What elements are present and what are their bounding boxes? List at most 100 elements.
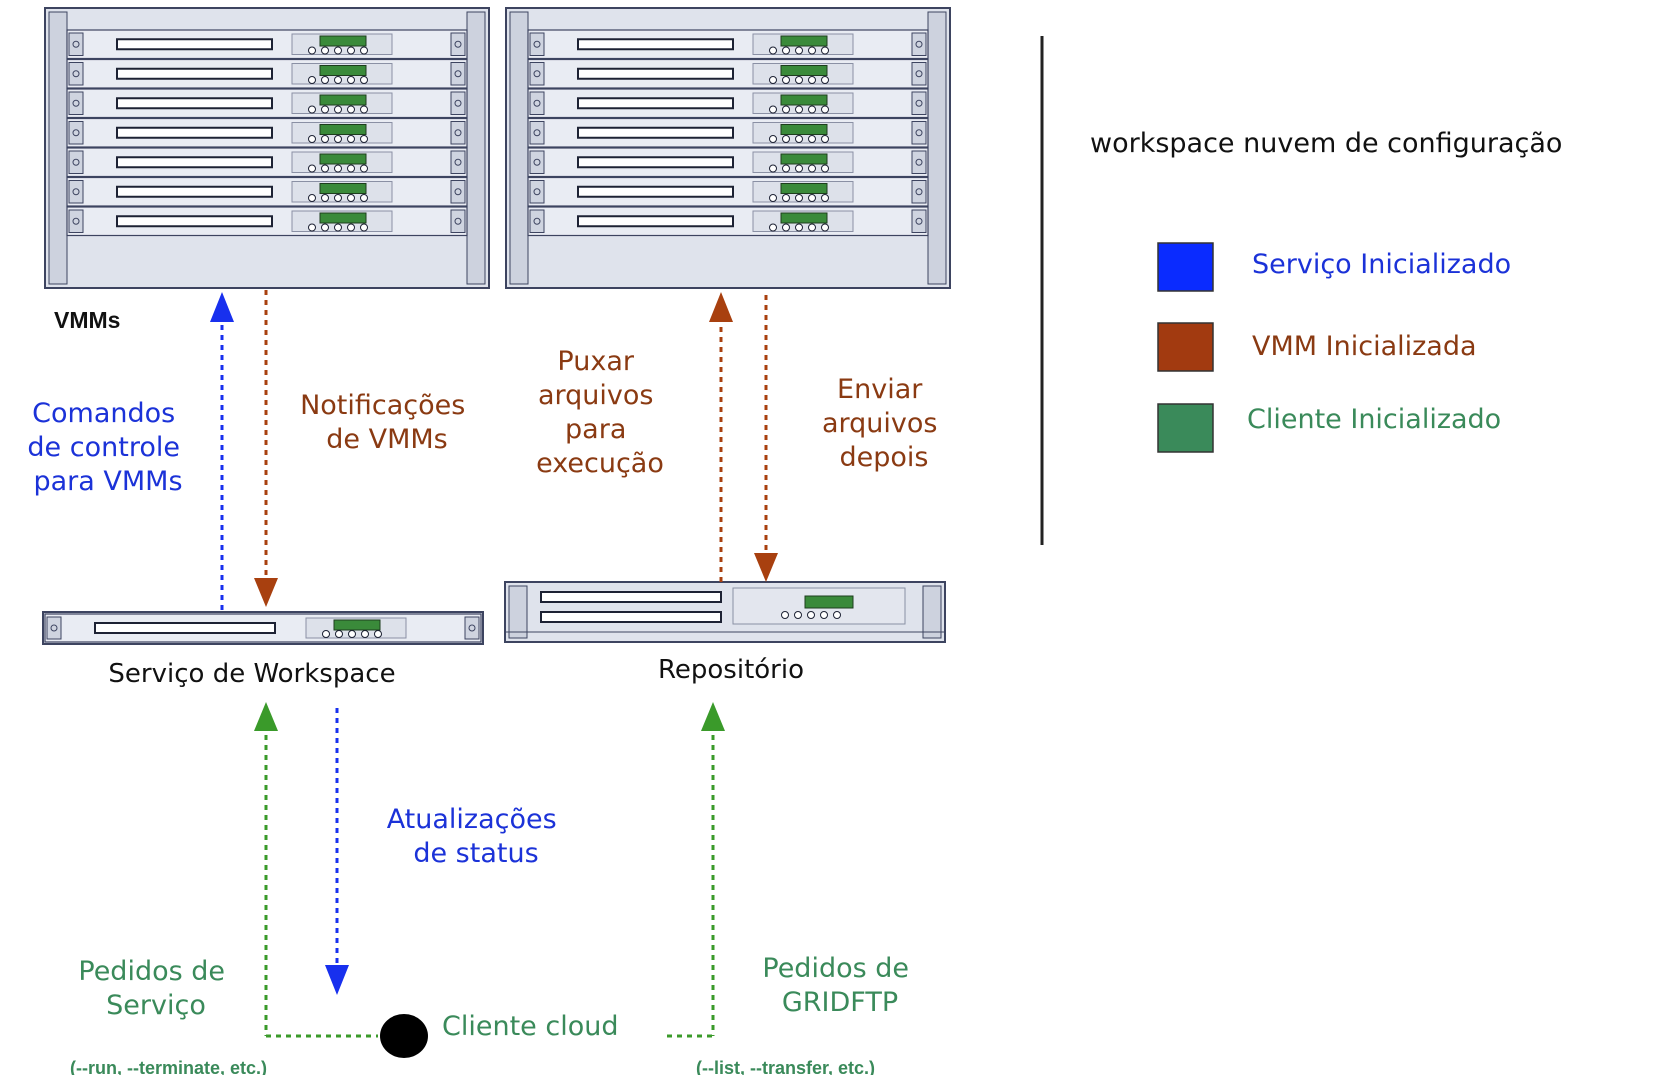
rack-ear [68, 62, 84, 86]
rack-screw [915, 188, 923, 196]
panel-button [782, 105, 790, 114]
pull-files-arrow-head [709, 292, 733, 322]
panel-button [782, 46, 790, 55]
pull-files-label: Puxar arquivos para execução [536, 346, 664, 479]
panel-button [347, 76, 355, 84]
panel-button [347, 105, 355, 114]
rack-ear [68, 209, 84, 233]
rack-ear [68, 150, 84, 174]
rack-post [509, 11, 529, 285]
status-display [319, 212, 367, 224]
rack-ear [68, 91, 84, 115]
rack-ear [529, 32, 545, 56]
panel-button [347, 164, 355, 173]
commands-label-line: de controle [27, 432, 180, 463]
legend-label-client: Cliente Inicializado [1247, 404, 1501, 435]
rack-screw [72, 129, 80, 137]
panel-button [334, 164, 342, 173]
panel-button [360, 223, 368, 232]
status-display [319, 124, 367, 135]
panel-button [808, 135, 816, 143]
panel-button [347, 194, 355, 202]
panel-button [334, 76, 342, 84]
panel-button [321, 105, 329, 114]
drive-slot [577, 67, 734, 80]
panel-button [308, 223, 316, 232]
panel-button [360, 194, 368, 202]
rack-screw [915, 217, 923, 225]
panel-button [769, 46, 777, 55]
rack-screw [72, 158, 80, 166]
rack-post [48, 11, 68, 285]
workspace-service-label: Serviço de Workspace [108, 659, 395, 689]
legend-title: workspace nuvem de configuração [1090, 128, 1562, 159]
pull-files-label-line: execução [536, 448, 664, 479]
notifications-label: Notificações de VMMs [300, 390, 474, 455]
drive-slot [116, 126, 273, 139]
panel-button [769, 105, 777, 114]
gridftp-requests-label-line: Pedidos de [762, 953, 909, 984]
vmms-label: VMMs [54, 307, 120, 333]
rack-ear [911, 91, 927, 115]
notifications-label-line: de VMMs [326, 424, 447, 455]
panel-button [334, 105, 342, 114]
notifications-label-line: Notificações [300, 390, 465, 421]
drive-slot [577, 215, 734, 228]
rack-ear [508, 585, 528, 639]
commands-label: Comandos de controle para VMMs [27, 398, 188, 497]
rack-screw [915, 40, 923, 48]
legend-swatch-service [1157, 242, 1214, 292]
rack-ear [922, 585, 942, 639]
drive-slot [94, 622, 276, 634]
drive-slot [116, 67, 273, 80]
panel-button [795, 76, 803, 84]
rack-ear [529, 180, 545, 204]
panel-button [334, 223, 342, 232]
commands-label-line: Comandos [32, 398, 175, 429]
gridftp-requests-label-line: GRIDFTP [782, 987, 898, 1018]
panel-button [821, 194, 829, 202]
rack-ear [450, 209, 466, 233]
rack-ear [450, 121, 466, 145]
panel-button [347, 223, 355, 232]
rack-screw [50, 624, 58, 632]
panel-button [322, 630, 330, 638]
panel-button [334, 46, 342, 55]
commands-label-line: para VMMs [33, 466, 182, 497]
status-display [333, 619, 381, 631]
panel-button [808, 194, 816, 202]
status-display [780, 124, 828, 135]
panel-button [321, 164, 329, 173]
panel-button [821, 76, 829, 84]
panel-button [360, 76, 368, 84]
rack-ear [911, 180, 927, 204]
panel-button [769, 223, 777, 232]
rack-screw [454, 129, 462, 137]
run-options-label: (--run, --terminate, etc.) [70, 1058, 267, 1075]
panel-button [348, 630, 356, 638]
drive-slot [577, 97, 734, 110]
panel-button [334, 194, 342, 202]
status-display [780, 212, 828, 224]
rack-ear [529, 209, 545, 233]
service-requests-label-line: Serviço [106, 990, 206, 1021]
panel-button [769, 164, 777, 173]
drive-slot [116, 97, 273, 110]
panel-button [795, 46, 803, 55]
status-updates-label-line: Atualizações [387, 804, 557, 835]
rack-screw [454, 158, 462, 166]
drive-slot [540, 591, 722, 603]
legend-label-service: Serviço Inicializado [1252, 249, 1511, 280]
service-requests-label-line: Pedidos de [78, 956, 225, 987]
rack-ear [464, 616, 480, 640]
cloud-client-label: Cliente cloud [442, 1011, 618, 1042]
drive-slot [116, 185, 273, 198]
panel-button [374, 630, 382, 638]
rack-ear [68, 180, 84, 204]
rack-ear [911, 150, 927, 174]
panel-button [821, 135, 829, 143]
panel-button [781, 611, 789, 619]
gridftp-requests-arrow-head [701, 702, 725, 731]
repository-server-icon [504, 581, 946, 643]
rack-ear [46, 616, 62, 640]
